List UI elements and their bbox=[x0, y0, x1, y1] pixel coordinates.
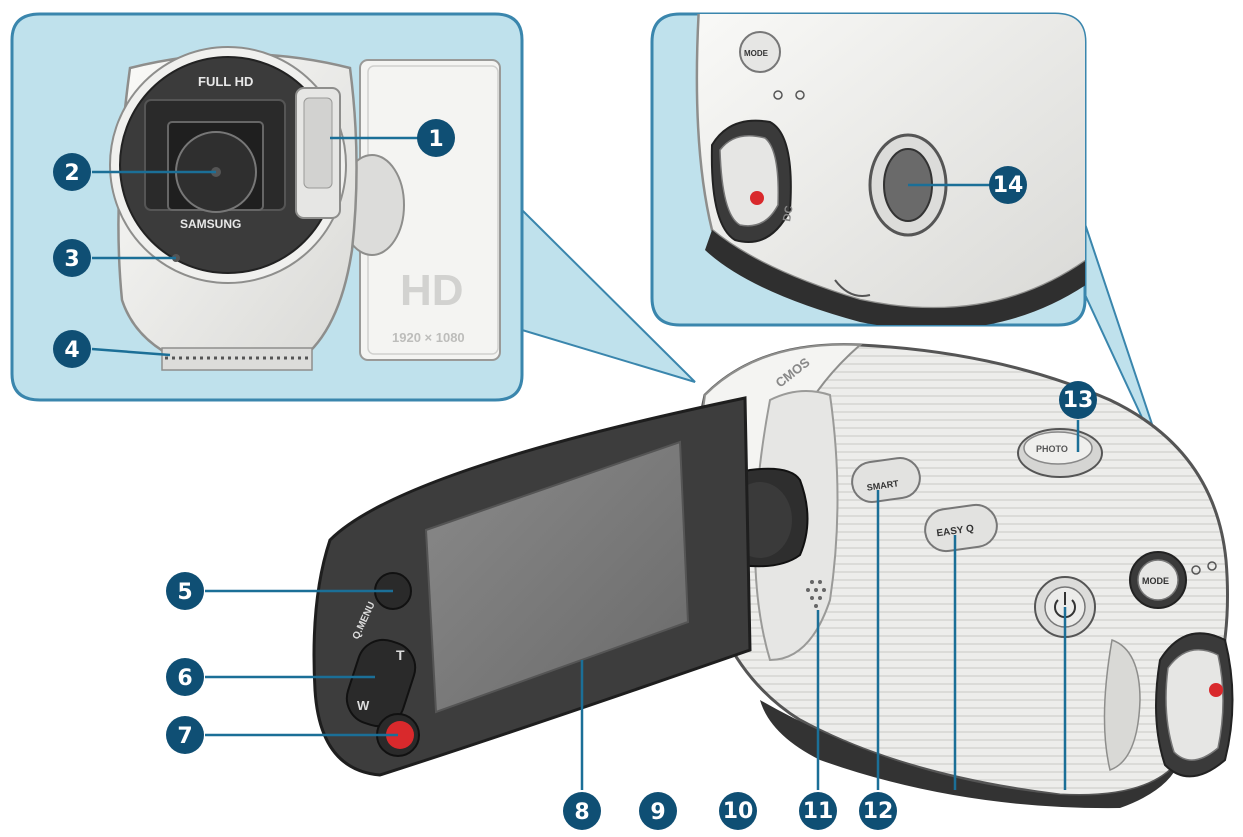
svg-text:2: 2 bbox=[64, 161, 79, 186]
svg-text:3: 3 bbox=[64, 247, 79, 272]
callout-7: 7 bbox=[166, 716, 204, 754]
photo-text: PHOTO bbox=[1036, 444, 1068, 454]
callout-6: 6 bbox=[166, 658, 204, 696]
inset-jack-cover: DC bbox=[710, 119, 796, 243]
speaker bbox=[806, 580, 826, 608]
callout-3: 3 bbox=[53, 239, 91, 277]
callout-badges: 1 2 3 4 5 6 7 8 9 10 11 12 13 14 bbox=[53, 119, 1097, 830]
svg-text:10: 10 bbox=[723, 799, 754, 824]
hd-logo-text: HD bbox=[400, 266, 464, 315]
callout-4: 4 bbox=[53, 330, 91, 368]
internal-microphone bbox=[161, 347, 313, 371]
jack-cover bbox=[1155, 632, 1234, 778]
mode-text: MODE bbox=[1142, 576, 1169, 586]
callout-13: 13 bbox=[1059, 381, 1097, 419]
inset-mode-button bbox=[739, 31, 781, 73]
lcd-screen bbox=[424, 440, 690, 714]
callout-1: 1 bbox=[417, 119, 455, 157]
smart-text: SMART bbox=[866, 478, 900, 492]
callout-10: 10 bbox=[719, 792, 757, 830]
svg-text:11: 11 bbox=[803, 799, 834, 824]
display-smart-auto-button: SMART bbox=[851, 457, 921, 503]
lcd-panel-edge: HD 1920 × 1080 bbox=[359, 59, 501, 361]
zoom-tele-text: T bbox=[396, 647, 405, 663]
dc-text: DC bbox=[781, 205, 796, 223]
front-view-inset: HD 1920 × 1080 FULL HD SAMSUNG bbox=[10, 12, 696, 402]
svg-text:4: 4 bbox=[64, 338, 79, 363]
photo-button: PHOTO bbox=[1017, 428, 1103, 478]
leader-4 bbox=[91, 347, 171, 357]
svg-text:8: 8 bbox=[574, 800, 589, 825]
rear-view-inset: MODE DC bbox=[650, 12, 1171, 479]
zoom-lever: T W bbox=[345, 638, 417, 728]
callout-8: 8 bbox=[563, 792, 601, 830]
easy-q-text: EASY Q bbox=[936, 523, 975, 539]
svg-text:9: 9 bbox=[650, 800, 665, 825]
svg-text:13: 13 bbox=[1063, 388, 1094, 413]
lcd-panel: Q.MENU T W bbox=[312, 396, 752, 777]
callout-2: 2 bbox=[53, 153, 91, 191]
callout-14: 14 bbox=[989, 166, 1027, 204]
full-hd-text: FULL HD bbox=[198, 74, 253, 89]
svg-text:1: 1 bbox=[428, 127, 443, 152]
easy-q-button: EASY Q bbox=[924, 503, 998, 553]
svg-text:14: 14 bbox=[993, 173, 1024, 198]
resolution-text: 1920 × 1080 bbox=[392, 330, 465, 345]
svg-text:7: 7 bbox=[177, 724, 192, 749]
inset-mode-text: MODE bbox=[744, 49, 769, 58]
camcorder-main: CMOS SMART EASY Q PHOTO bbox=[312, 343, 1234, 809]
leader-lines bbox=[91, 136, 1080, 790]
samsung-text: SAMSUNG bbox=[180, 217, 241, 231]
callout-5: 5 bbox=[166, 572, 204, 610]
callout-12: 12 bbox=[859, 792, 897, 830]
svg-text:12: 12 bbox=[863, 799, 894, 824]
callout-9: 9 bbox=[639, 792, 677, 830]
svg-text:5: 5 bbox=[177, 580, 192, 605]
mode-button: MODE bbox=[1129, 551, 1217, 609]
svg-text:6: 6 bbox=[177, 666, 192, 691]
zoom-wide-text: W bbox=[357, 698, 370, 713]
callout-11: 11 bbox=[799, 792, 837, 830]
